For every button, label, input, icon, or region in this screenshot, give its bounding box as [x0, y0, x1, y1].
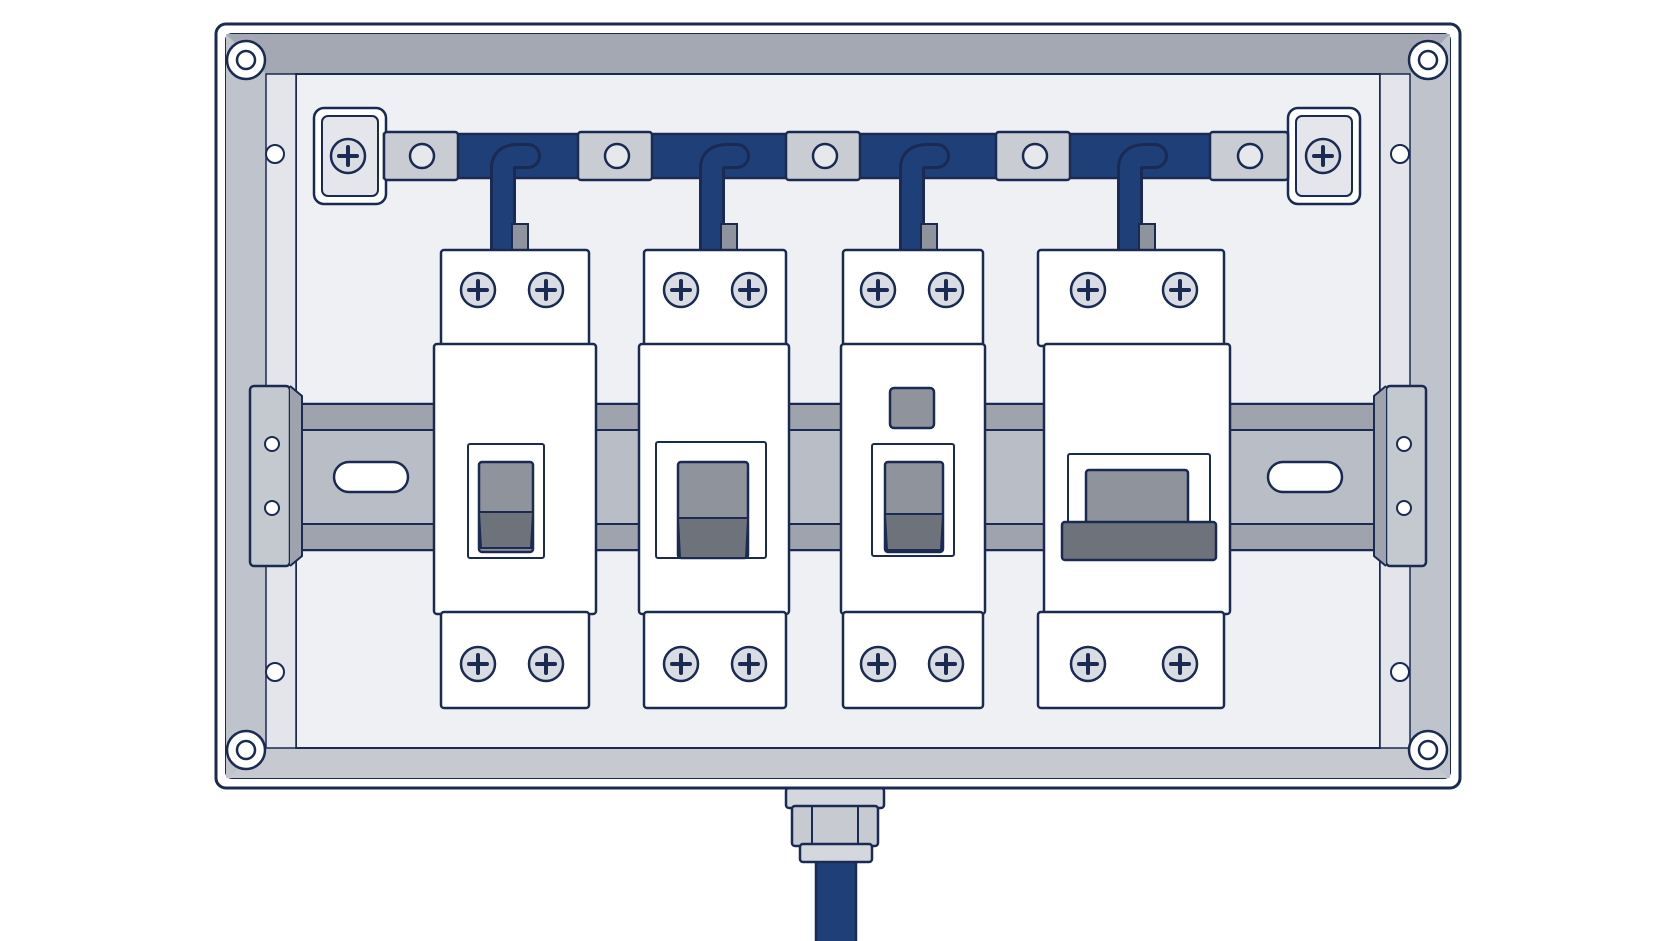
phillips-screw-icon — [527, 645, 565, 683]
gland-tip — [798, 842, 874, 864]
mounting-hole-icon — [1021, 142, 1049, 170]
phillips-screw-icon — [662, 645, 700, 683]
mounting-hole-icon — [1396, 500, 1412, 516]
phillips-screw-icon — [459, 645, 497, 683]
phillips-screw-icon — [1069, 645, 1107, 683]
mounting-hole-icon — [811, 142, 839, 170]
mounting-hole-icon — [1390, 144, 1410, 164]
mounting-hole-icon — [1407, 729, 1449, 771]
breaker-bottom-terminal — [1036, 610, 1226, 710]
cable-gland — [784, 786, 886, 941]
rail-slot — [1266, 460, 1344, 494]
breaker-bottom-terminal — [439, 610, 591, 710]
mounting-hole-icon — [1407, 39, 1449, 81]
phillips-screw-icon — [1161, 645, 1199, 683]
breaker-4[interactable] — [1036, 248, 1232, 710]
breaker-1[interactable] — [432, 248, 598, 710]
cable — [814, 848, 858, 941]
feed-wires — [490, 143, 1168, 263]
phillips-screw-icon — [927, 645, 965, 683]
mounting-hole-icon — [1236, 142, 1264, 170]
mounting-hole-icon — [603, 142, 631, 170]
rail-slot — [332, 460, 410, 494]
phillips-screw-icon — [1304, 137, 1342, 175]
mounting-hole-icon — [264, 500, 280, 516]
mounting-hole-icon — [265, 144, 285, 164]
mounting-hole-icon — [408, 142, 436, 170]
mounting-hole-icon — [225, 39, 267, 81]
breaker-2[interactable] — [637, 248, 791, 710]
mounting-hole-icon — [265, 662, 285, 682]
breaker-3[interactable] — [839, 248, 987, 710]
phillips-screw-icon — [459, 271, 497, 309]
phillips-screw-icon — [859, 271, 897, 309]
mounting-hole-icon — [264, 436, 280, 452]
toggle-switch[interactable] — [1084, 468, 1190, 528]
phillips-screw-icon — [1161, 271, 1199, 309]
breaker-bottom-terminal — [841, 610, 985, 710]
phillips-screw-icon — [730, 645, 768, 683]
phillips-screw-icon — [527, 271, 565, 309]
rail-end-stop-left — [248, 384, 292, 568]
mounting-hole-icon — [1390, 662, 1410, 682]
mounting-hole-icon — [225, 729, 267, 771]
phillips-screw-icon — [859, 645, 897, 683]
rail-end-stop-right — [1384, 384, 1428, 568]
din-rail — [248, 384, 1428, 568]
test-button[interactable] — [888, 386, 936, 430]
phillips-screw-icon — [1069, 271, 1107, 309]
phillips-screw-icon — [329, 137, 367, 175]
phillips-screw-icon — [927, 271, 965, 309]
breaker-bottom-terminal — [642, 610, 788, 710]
phillips-screw-icon — [662, 271, 700, 309]
mounting-hole-icon — [1396, 436, 1412, 452]
phillips-screw-icon — [730, 271, 768, 309]
gland-nut — [790, 804, 880, 848]
